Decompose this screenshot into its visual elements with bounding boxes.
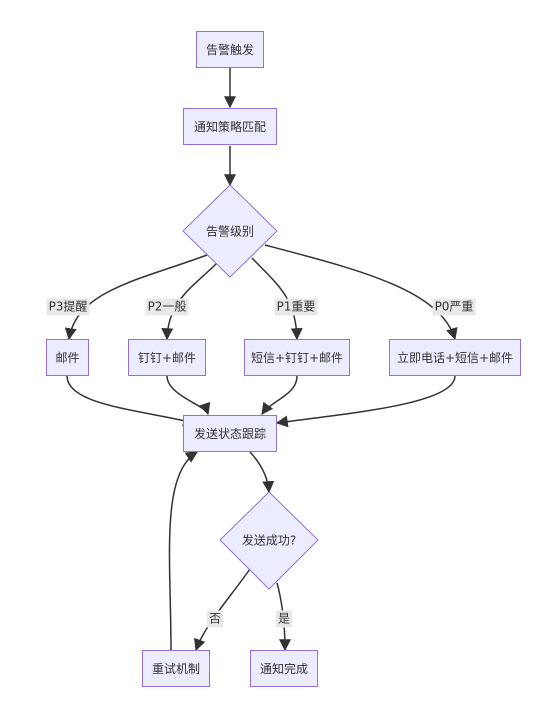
edge-track-to-success	[249, 451, 275, 494]
node-sms-ding-mail: 短信+钉钉+邮件	[244, 339, 350, 376]
edge-label-p3: P3提醒	[46, 298, 90, 316]
edge-sms-ding-mail-to-track	[261, 375, 298, 415]
node-trigger: 告警触发	[196, 31, 264, 68]
edge-level-to-ding-mail	[161, 263, 217, 341]
node-done: 通知完成	[250, 650, 318, 687]
edge-retry-to-track	[168, 451, 199, 651]
edge-call-sms-mail-to-track	[275, 375, 456, 428]
node-match: 通知策略匹配	[183, 108, 277, 145]
node-mail: 邮件	[46, 339, 89, 376]
node-success-shape	[219, 491, 319, 590]
edge-level-to-call-sms-mail	[264, 244, 458, 341]
edge-label-p1: P1重要	[274, 298, 318, 316]
node-ding-mail: 钉钉+邮件	[128, 339, 206, 376]
node-track: 发送状态跟踪	[183, 415, 277, 452]
edge-mail-to-track	[66, 375, 196, 427]
node-level-shape	[182, 184, 278, 278]
node-call-sms-mail: 立即电话+短信+邮件	[389, 339, 521, 376]
edge-label-yes: 是	[275, 610, 293, 628]
edge-level-to-mail	[64, 254, 208, 341]
edge-success-to-retry	[194, 568, 251, 652]
node-retry: 重试机制	[142, 650, 210, 687]
edge-ding-mail-to-track	[166, 375, 211, 416]
edge-label-no: 否	[206, 610, 224, 628]
edge-label-p0: P0严重	[432, 298, 476, 316]
edge-level-to-sms-ding-mail	[251, 257, 303, 341]
edge-label-p2: P2一般	[145, 298, 189, 316]
